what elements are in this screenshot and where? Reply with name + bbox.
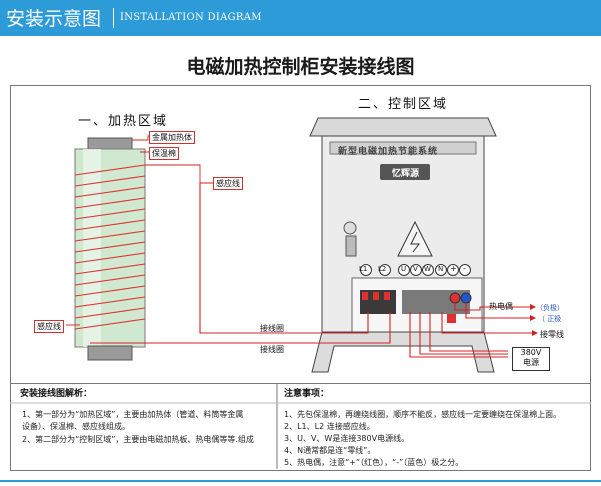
induction-coil xyxy=(74,164,146,330)
coil-label-top: 感应线 xyxy=(213,177,243,190)
terminal-w: W xyxy=(424,265,431,273)
header-subtitle: INSTALLATION DIAGRAM xyxy=(120,12,262,23)
brand-plate xyxy=(380,164,430,180)
terminal-l1: L1 xyxy=(359,265,368,273)
notes-line: 1、先包保温棉，再缠绕线圈，顺序不能反，感应线一定要缠绕在保温棉上面。 xyxy=(284,410,562,419)
cabinet-brand: 忆辉源 xyxy=(392,169,420,179)
analysis-title: 安装接线图解析： xyxy=(20,389,93,399)
terminals xyxy=(360,264,471,276)
terminal-plus: + xyxy=(450,264,457,273)
neutral-label: 接零线 xyxy=(540,330,564,339)
notes-line: 4、N通常都是连“零线”。 xyxy=(284,446,376,455)
terminal-n: N xyxy=(438,265,444,273)
coil-label-left: 感应线 xyxy=(34,320,64,333)
heating-zone-title: 一、加热区域 xyxy=(78,114,169,129)
analysis-line: 2、第二部分为“控制区域”，主要由电磁加热板、热电偶等等.组成 xyxy=(22,435,254,444)
pipe-top-cap xyxy=(87,137,133,151)
analysis-line: 设备）、保温棉、感应线组成。 xyxy=(22,422,130,431)
cabinet-text: 新型电磁加热节能系统 xyxy=(338,147,439,157)
notes-line: 2、L1、L2 连接感应线。 xyxy=(284,422,375,431)
terminal-l2: L2 xyxy=(378,265,387,273)
power-label: 电源 xyxy=(523,358,539,367)
header-separator xyxy=(113,8,114,28)
pipe-bottom-cap xyxy=(87,345,133,361)
terminal-v: V xyxy=(413,265,418,273)
power-voltage: 380V xyxy=(520,348,542,357)
info-table: 安装接线图解析： 注意事项： 1、第一部分为“加热区域”，主要由加热体（管道、料… xyxy=(10,383,591,470)
coil-wire-label-2: 接线圈 xyxy=(260,345,284,354)
bottom-divider xyxy=(0,480,601,482)
diagram-frame xyxy=(10,85,591,471)
negative-pole-label: （负极） xyxy=(536,304,564,312)
notes-line: 5、热电偶，注意“+”（红色），“-”（蓝色）极之分。 xyxy=(284,458,464,467)
heating-pipe xyxy=(74,137,146,361)
main-title: 电磁加热控制柜安装接线图 xyxy=(186,56,415,78)
control-zone-title: 二、控制区域 xyxy=(358,97,449,112)
insulation-label: 保温棉 xyxy=(149,147,179,160)
header-title: 安装示意图 xyxy=(6,8,102,30)
coil-wire-label-1: 接线圈 xyxy=(260,324,284,333)
hazard-icon xyxy=(397,220,433,257)
control-cabinet xyxy=(309,117,497,373)
metal-heater-label: 金属加热体 xyxy=(149,131,195,144)
terminal-u: U xyxy=(401,265,407,273)
power-source-box: 380V 电源 xyxy=(512,347,550,371)
wires xyxy=(90,183,532,358)
analysis-line: 1、第一部分为“加热区域”，主要由加热体（管道、料筒等金属 xyxy=(22,410,244,419)
header-bar xyxy=(0,0,601,36)
positive-pole-label: （ 正极 xyxy=(538,315,562,323)
notes-title: 注意事项： xyxy=(284,389,330,399)
thermocouple-label: 热电偶 xyxy=(489,302,513,311)
cabinet-lock xyxy=(343,221,357,235)
notes-line: 3、U、V、W是连接380V电源线。 xyxy=(284,434,410,443)
terminal-minus: - xyxy=(463,264,466,273)
